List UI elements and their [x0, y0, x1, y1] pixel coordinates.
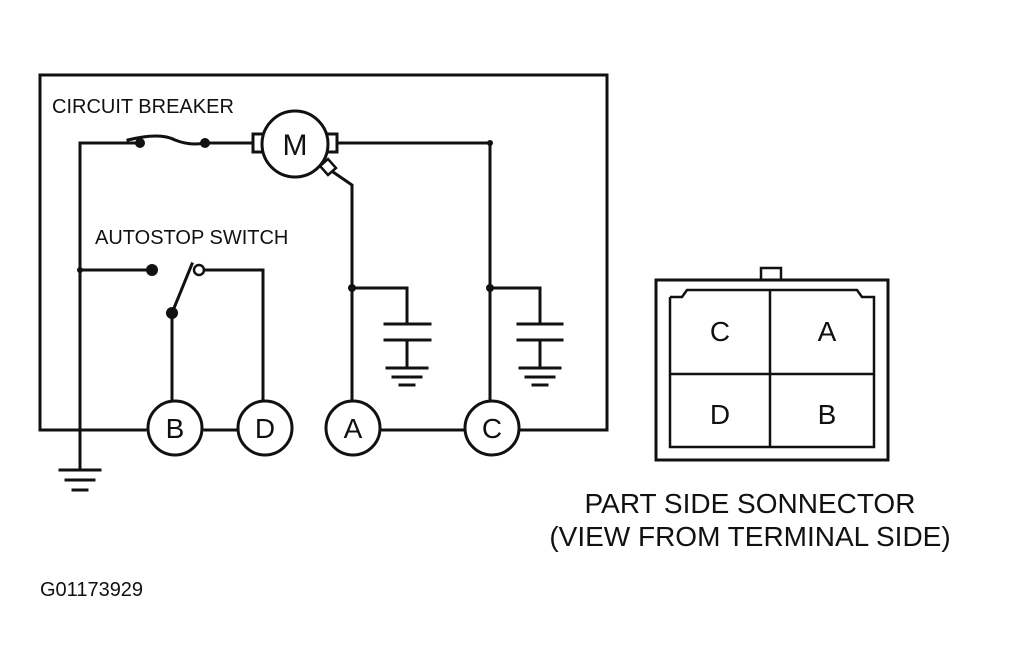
motor: M [251, 109, 339, 179]
connector-latch [759, 266, 783, 282]
terminal-c: C [463, 399, 521, 457]
left-ground [58, 141, 102, 492]
motor-cam-to-a-wire [330, 169, 354, 414]
circuit-breaker [78, 134, 257, 148]
svg-text:A: A [344, 413, 363, 444]
connector-face: C A D B [654, 266, 890, 462]
motor-label: M [283, 129, 308, 162]
motor-to-c-wire [335, 140, 493, 415]
connector-pin-top-right: A [818, 316, 837, 347]
terminal-a: A [324, 399, 382, 457]
connector-pin-bottom-left: D [710, 399, 730, 430]
terminal-b: B [146, 399, 204, 457]
connector-pin-top-left: C [710, 316, 730, 347]
circuit-breaker-label: CIRCUIT BREAKER [52, 96, 234, 118]
capacitor-c [486, 284, 564, 387]
svg-text:B: B [166, 413, 185, 444]
capacitor-a [348, 284, 432, 387]
figure-id: G01173929 [40, 579, 143, 601]
breaker-contact-left [135, 138, 145, 148]
connector-title: PART SIDE SONNECTOR [585, 488, 916, 519]
autostop-switch [77, 262, 265, 404]
connector-pin-bottom-right: B [818, 399, 837, 430]
svg-text:D: D [255, 413, 275, 444]
svg-text:C: C [482, 413, 502, 444]
terminal-d: D [236, 399, 294, 457]
autostop-switch-label: AUTOSTOP SWITCH [95, 227, 288, 249]
connector-subtitle: (VIEW FROM TERMINAL SIDE) [549, 521, 950, 552]
switch-contact-left [146, 264, 158, 276]
